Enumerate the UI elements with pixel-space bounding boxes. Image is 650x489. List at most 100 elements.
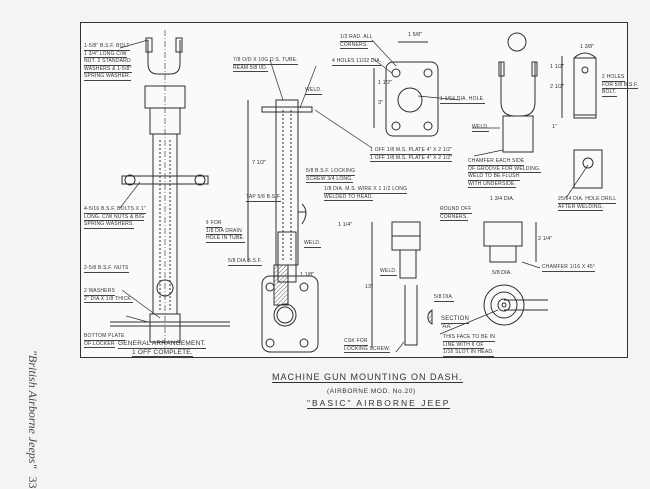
note-line: 1/16 SLOT IN HEAD. [443,349,494,357]
note-fork-weld: WELD. [472,124,489,132]
note-csk: CSK FOR LOCKING SCREW. [344,338,391,353]
note-line: REAM 5/8 I/D. [233,64,268,72]
note-line: 2 WASHERS [84,288,116,296]
note-fork-holes: 2 HOLES FOR 5/8 B.S.F. BOLT. [602,74,639,97]
note-line: ¢ FOR [206,220,222,228]
note-line: 2" DIA X 1/8 THICK. [84,295,133,303]
note-tube: 7/8 O/D X 10G D.S. TUBE. REAM 5/8 I/D. [233,57,298,72]
note-drain-hole: ¢ FOR 1/8 DIA DRAIN HOLE IN TUBE. [206,220,245,243]
dim-tube-length: 7 1/2" [252,160,267,166]
note-line: 4 HOLES 11/32 DIA. [332,58,382,66]
dim-screw-length: 13" [365,284,374,290]
caption-line: GENERAL ARRANGEMENT. [118,340,206,349]
dim-fork-height: 2 1/2" [550,84,565,90]
drawing-vehicle: "BASIC" AIRBORNE JEEP [307,398,451,409]
note-bottom-plate: BOTTOM PLATE OF LOCKER [84,333,125,348]
dim-plate-width: 1 5/8" [408,32,423,38]
note-line: 5/8 DIA. [434,294,454,302]
note-line: CHAMFER EACH SIDE [468,158,525,166]
dim-stem-dia: 5/8 DIA. [492,270,512,276]
note-drill-hole: 25/64 DIA. HOLE DRILL AFTER WELDING. [558,196,617,211]
note-line: 2 HOLES [602,74,625,82]
fork-detail-drawing [498,32,603,189]
note-line: WASHERS & 1-5/8" [84,65,132,73]
note-weld-top: WELD. [305,87,322,95]
note-line: CHAMFER 1/16 X 45° [542,264,596,272]
note-line: THIS FACE TO BE IN [443,334,496,342]
dim-fork-base: 1" [552,124,558,130]
note-line: 5/8 B.S.F. LOCKING [306,168,356,176]
note-line: WELD TO BE FLUSH [468,173,520,181]
note-center-hole: 1 1/64 DIA. HOLE. [440,96,485,104]
note-four-holes: 4 HOLES 11/32 DIA. [332,58,382,66]
note-wire: 1/8 DIA. M.S. WIRE X 1 1/2 LONG WELDED T… [324,186,408,201]
note-weld-bottom: WELD. [304,240,321,248]
dim-plate-inner: 1 1/2" [378,80,393,86]
note-line: WELD. [380,268,397,276]
note-line: 1-5/8" B.S.F. BOLT [84,43,130,51]
note-line: 'AA' [441,323,453,330]
general-arrangement-caption: GENERAL ARRANGEMENT. 1 OFF COMPLETE. [118,340,206,357]
note-locking-screw: 5/8 B.S.F. LOCKING SCREW 3/4 LONG. [306,168,356,183]
note-line: 1 OFF 1/8 M.S. PLATE 4" X 2 1/2" [370,147,453,155]
drawing-title: MACHINE GUN MOUNTING ON DASH. [272,372,463,383]
note-line: LINE WITH ¢ OF [443,341,484,349]
screw-detail-drawing [371,221,548,348]
note-face-in-line: THIS FACE TO BE IN LINE WITH ¢ OF 1/16 S… [443,334,496,357]
note-nuts: 2-5/8 B.S.F. NUTS [84,265,129,273]
dim-screw-offset: 1 1/4" [338,222,353,228]
dim-fork-top: 1 1/2" [550,64,565,70]
note-line: 2-5/8 B.S.F. NUTS [84,265,129,273]
note-line: CORNERS. [340,41,368,49]
dim-fork-width: 1 3/8" [580,44,595,50]
note-chamfer-groove: CHAMFER EACH SIDE OF GROOVE FOR WELDING.… [468,158,541,188]
note-round-off: ROUND OFF CORNERS. [440,206,472,221]
note-line: ROUND OFF [440,206,472,214]
general-arrangement-drawing [110,30,230,350]
note-line: WELDED TO HEAD. [324,193,374,201]
dim-knob-dia: 1 3/4 DIA. [490,196,515,202]
note-line: 7/8 O/D X 10G D.S. TUBE. [233,57,298,65]
note-line: 1/8 DIA. M.S. WIRE X 1 1/2 LONG [324,186,408,194]
note-line: BOTTOM PLATE [84,333,125,341]
caption-line: 1 OFF COMPLETE. [132,348,193,357]
note-line: 1 1/64 DIA. HOLE. [440,96,485,104]
note-bsf-dia: 5/8 DIA B.S.F. [228,258,262,266]
note-line: WELD. [472,124,489,132]
note-line: WELD. [304,240,321,248]
note-line: TAP 5/8 B.S.F. [246,194,282,202]
tube-plate-drawing [261,275,319,353]
book-title: "British Airborne Jeeps" [26,350,40,469]
dim-plate-height: 3" [378,100,384,106]
note-line: 1/8 DIA DRAIN [206,227,242,235]
note-line: 1 OFF 1/8 M.S. PLATE 4" X 2 1/2" [370,154,453,162]
note-line: SPRING WASHERS. [84,221,135,229]
drawing-sheet-border [80,22,628,358]
note-top-bolt: 1-5/8" B.S.F. BOLT 1 3/4" LONG C/W NUT. … [84,43,132,81]
note-screw-dia: 5/8 DIA. [434,294,454,302]
drawing-subtitle: (AIRBORNE MOD. No.20) [327,388,416,395]
plate-detail-drawing [373,41,439,137]
engineering-drawing [110,30,603,353]
note-line: LOCKING SCREW. [344,345,391,353]
note-line: SPRING WASHER. [84,73,131,81]
book-caption: "British Airborne Jeeps"33 [25,350,40,489]
note-line: 1 3/4" LONG C/W [84,50,127,58]
note-line: WELD. [305,87,322,95]
note-screw-weld: WELD. [380,268,397,276]
note-line: LONG. C/W NUTS & B/G [84,213,145,221]
note-line: CORNERS. [440,213,468,221]
note-line: 25/64 DIA. HOLE DRILL [558,196,617,204]
note-ms-plates: 1 OFF 1/8 M.S. PLATE 4" X 2 1/2" 1 OFF 1… [370,147,453,162]
dim-thread-length: 1 1/8" [300,272,315,278]
note-line: OF LOCKER [84,340,115,348]
leader-lines [119,39,589,353]
note-line: WITH UNDERSIDE. [468,180,516,188]
note-line: 4-5/16 B.S.F. BOLTS X 1" [84,206,146,214]
note-line: NUT. 2 STANDARD [84,58,131,66]
note-line: 1/2 RAD. ALL [340,34,373,42]
note-rad-corners: 1/2 RAD. ALL CORNERS. [340,34,373,49]
note-section-aa: SECTION 'AA' [441,316,470,330]
note-bolts: 4-5/16 B.S.F. BOLTS X 1" LONG. C/W NUTS … [84,206,146,229]
note-line: CSK FOR [344,338,368,346]
